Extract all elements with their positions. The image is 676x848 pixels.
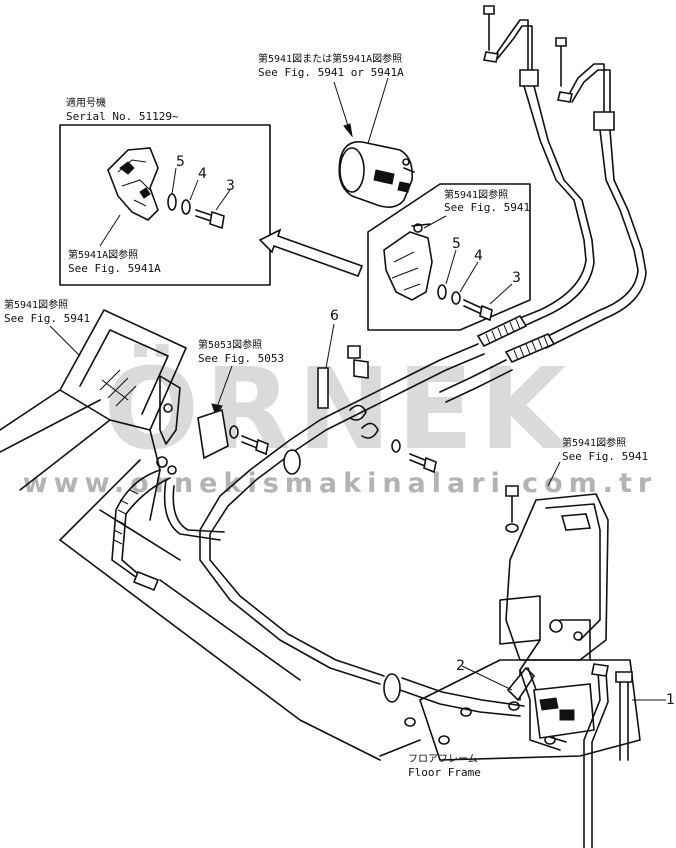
inset-border: [59, 124, 271, 286]
base-line-1: [59, 539, 381, 761]
top-right-cables: [483, 5, 647, 349]
box-callout-4: 4: [474, 248, 483, 264]
serial-jp: 適用号機: [66, 96, 106, 109]
sleeve-a: [476, 314, 528, 348]
left-harness: [111, 469, 225, 592]
grommet-mid: [283, 449, 301, 475]
left-ref-jp: 第5941図参照: [4, 298, 68, 311]
box-ref-jp: 第5941図参照: [444, 188, 508, 201]
inset-box: 5 4 3 第5941A図参照 See Fig. 5941A: [59, 124, 271, 286]
bracket-box-border: [367, 183, 531, 331]
box-washer-4: [451, 291, 461, 305]
inset-callout-3: 3: [226, 178, 235, 194]
inset-washer-4: [181, 199, 191, 215]
box-washer-5: [437, 284, 447, 300]
cable-1: [583, 671, 601, 848]
floor-frame: フロアフレーム Floor Frame 2 1: [379, 658, 675, 848]
floor-jp: フロアフレーム: [408, 753, 478, 765]
inset-switch-body: [107, 147, 159, 221]
hose-2: [506, 666, 536, 702]
relay-box: [197, 408, 229, 460]
panel-grid: [99, 369, 137, 407]
watermark-url: www.ornekismakinalari.com.tr: [23, 468, 658, 499]
inset-ref-jp: 第5941A図参照: [68, 248, 138, 261]
relay-group: 第5053図参照 See Fig. 5053: [197, 338, 284, 460]
box-bolt-head: [479, 304, 493, 322]
clamp-group-6: 6: [317, 308, 437, 474]
ignition-switch: [338, 141, 415, 208]
inset-callout-4: 4: [198, 166, 207, 182]
mounting-bracket: [383, 231, 433, 301]
bracket-box: 第5941図参照 See Fig. 5941 5 4 3: [367, 183, 531, 331]
watermark: ÖRNEK www.ornekismakinalari.com.tr: [23, 344, 658, 499]
cab-panel: 第5941図参照 See Fig. 5941: [0, 298, 187, 541]
br-ref-en: See Fig. 5941: [562, 450, 648, 463]
stand-body: [505, 493, 609, 661]
box-ref-en: See Fig. 5941: [444, 201, 530, 214]
mid-ref-en: See Fig. 5053: [198, 352, 284, 365]
switch-face: [339, 147, 365, 193]
control-stand: 第5941図参照 See Fig. 5941: [499, 436, 648, 701]
mid-ref-jp: 第5053図参照: [198, 338, 262, 351]
top-ref-en: See Fig. 5941 or 5941A: [258, 66, 404, 79]
inset-callout-5: 5: [176, 154, 185, 170]
panel-outline: [59, 309, 187, 431]
floor-plate: [419, 659, 641, 761]
inset-bolt-head: [209, 210, 225, 230]
inset-washer-5: [167, 193, 177, 211]
top-ref-jp: 第5941図または第5941A図参照: [258, 52, 402, 65]
serial-en: Serial No. 51129~: [66, 110, 179, 123]
left-ref-en: See Fig. 5941: [4, 312, 90, 325]
inset-ref-en: See Fig. 5941A: [68, 262, 161, 275]
sleeve-b: [504, 332, 556, 364]
grommet-floor: [383, 673, 401, 703]
watermark-main: ÖRNEK: [104, 344, 572, 475]
cable-b: [539, 129, 639, 341]
arrow-to-inset: [258, 228, 364, 278]
br-ref-jp: 第5941図参照: [562, 436, 626, 449]
callout-1: 1: [666, 692, 675, 708]
cable-a: [519, 85, 587, 319]
box-callout-5: 5: [452, 236, 461, 252]
floor-en: Floor Frame: [408, 766, 481, 779]
callout-6: 6: [330, 308, 339, 324]
main-harness: [199, 343, 525, 717]
inset-switch-shading: [119, 161, 151, 199]
callout-2: 2: [456, 658, 465, 674]
switch-terminals: [373, 169, 411, 193]
corrugated-sleeves: [476, 314, 556, 364]
box-callout-3: 3: [512, 270, 521, 286]
reference-arrow: [258, 228, 364, 278]
top-ref-leader: [333, 81, 351, 133]
